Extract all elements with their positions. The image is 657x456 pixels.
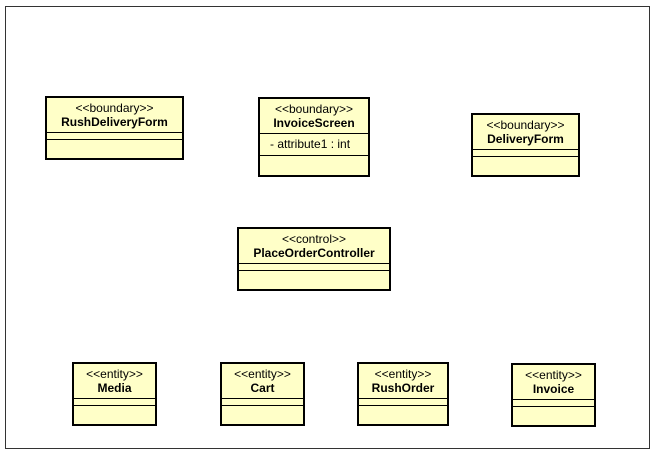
stereotype-label: <<boundary>> <box>274 102 354 116</box>
class-header: <<boundary>> RushDeliveryForm <box>47 98 182 132</box>
attributes-compartment <box>473 149 578 156</box>
class-rush-order[interactable]: <<entity>> RushOrder <box>357 362 449 426</box>
operations-compartment <box>260 155 368 175</box>
attributes-compartment: - attribute1 : int <box>260 133 368 155</box>
stereotype-label: <<entity>> <box>86 367 143 381</box>
operations-compartment <box>473 156 578 175</box>
class-name: InvoiceScreen <box>273 116 355 130</box>
class-name: DeliveryForm <box>487 132 564 146</box>
class-header: <<control>> PlaceOrderController <box>239 229 389 263</box>
attributes-compartment <box>222 398 303 405</box>
class-header: <<entity>> Media <box>74 364 155 398</box>
stereotype-label: <<control>> <box>281 232 347 246</box>
class-header: <<entity>> Invoice <box>513 365 594 399</box>
class-delivery-form[interactable]: <<boundary>> DeliveryForm <box>471 113 580 177</box>
class-name: Cart <box>250 381 275 395</box>
class-name: Invoice <box>532 382 575 396</box>
operations-compartment <box>47 139 182 158</box>
class-header: <<entity>> RushOrder <box>359 364 447 398</box>
operations-compartment <box>239 270 389 289</box>
class-header: <<boundary>> InvoiceScreen <box>260 99 368 133</box>
class-rush-delivery-form[interactable]: <<boundary>> RushDeliveryForm <box>45 96 184 160</box>
operations-compartment <box>222 405 303 424</box>
attributes-compartment <box>359 398 447 405</box>
operations-compartment <box>74 405 155 424</box>
class-cart[interactable]: <<entity>> Cart <box>220 362 305 426</box>
operations-compartment <box>359 405 447 424</box>
class-header: <<entity>> Cart <box>222 364 303 398</box>
attributes-compartment <box>47 132 182 139</box>
stereotype-label: <<entity>> <box>525 368 582 382</box>
stereotype-label: <<entity>> <box>374 367 432 381</box>
attribute-item: - attribute1 : int <box>270 137 351 151</box>
class-invoice-screen[interactable]: <<boundary>> InvoiceScreen - attribute1 … <box>258 97 370 177</box>
class-header: <<boundary>> DeliveryForm <box>473 115 578 149</box>
stereotype-label: <<entity>> <box>234 367 291 381</box>
operations-compartment <box>513 406 594 425</box>
stereotype-label: <<boundary>> <box>75 101 154 115</box>
class-name: PlaceOrderController <box>253 246 375 260</box>
class-media[interactable]: <<entity>> Media <box>72 362 157 426</box>
class-name: Media <box>97 381 132 395</box>
class-place-order-controller[interactable]: <<control>> PlaceOrderController <box>237 227 391 291</box>
class-name: RushDeliveryForm <box>61 115 168 129</box>
attributes-compartment <box>239 263 389 270</box>
class-invoice[interactable]: <<entity>> Invoice <box>511 363 596 427</box>
attributes-compartment <box>513 399 594 406</box>
stereotype-label: <<boundary>> <box>486 118 565 132</box>
attributes-compartment <box>74 398 155 405</box>
class-name: RushOrder <box>371 381 435 395</box>
